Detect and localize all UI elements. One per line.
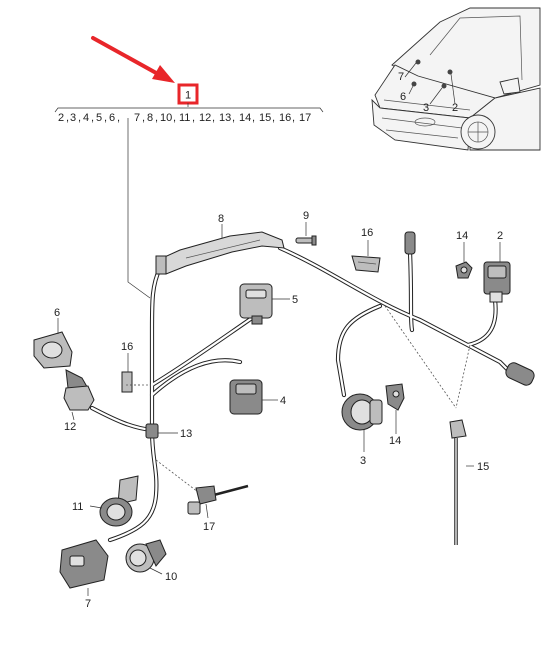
header-leader [127,130,151,299]
inset-label-7: 7 [398,71,404,83]
seq-item: 13 [219,112,231,124]
connector-part-2 [483,261,511,303]
red-arrow-indicator [91,36,175,83]
retainer-part-16-left [121,371,133,393]
callout-15: 15 [477,461,489,473]
plug-top [404,231,416,255]
callout-7: 7 [85,598,91,610]
seq-item: 6 [109,112,115,124]
conduit-part-8 [155,231,285,275]
bracket-part-12 [63,385,95,411]
svg-text:,: , [232,112,235,124]
connector-part-4 [229,379,263,415]
inset-label-2: 2 [452,102,458,114]
callout-10: 10 [165,571,177,583]
callout-number-1: 1 [185,90,191,102]
svg-text:,: , [78,112,81,124]
pin-part-9 [295,235,317,246]
cable-tie-part-15 [449,419,467,545]
seq-item: 11 [179,112,190,124]
svg-text:,: , [212,112,215,124]
callout-12: 12 [64,421,76,433]
sequence-list: 2 , 3 , 4 , 5 , 6 , 7 , 8 , 10 , 11 , 12… [58,112,311,124]
svg-text:,: , [252,112,255,124]
clamp-part-13 [145,423,159,439]
seq-item: 15 [259,112,271,124]
seq-item: 17 [299,112,311,124]
callout-16-left: 16 [121,341,133,353]
seq-item: 16 [279,112,291,124]
svg-text:,: , [66,112,69,124]
svg-text:,: , [272,112,275,124]
callout-3: 3 [360,455,366,467]
svg-text:,: , [173,112,176,124]
grommet-part-11 [99,475,139,527]
clip-part-14-top [455,261,473,279]
sleeve-part-10 [125,539,167,573]
inset-label-6: 6 [400,91,406,103]
svg-text:,: , [91,112,94,124]
callout-14-top: 14 [456,230,468,242]
svg-text:,: , [142,112,145,124]
wiring-harness [89,245,515,543]
retainer-part-16-top [351,255,381,273]
seq-item: 5 [96,112,102,124]
callout-6: 6 [54,307,60,319]
callout-8: 8 [218,213,224,225]
callout-9: 9 [303,210,309,222]
inset-label-3: 3 [423,102,429,114]
callout-4: 4 [280,395,286,407]
seq-item: 10 [160,112,172,124]
callout-14-lower: 14 [389,435,401,447]
screw-part-17 [187,484,249,515]
leader-lines [57,222,501,596]
callout-17: 17 [203,521,215,533]
svg-text:,: , [192,112,195,124]
callout-11: 11 [72,501,83,513]
seq-item: 3 [70,112,76,124]
clip-part-14-lower [385,383,405,411]
seq-item: 7 [134,112,140,124]
seq-item: 2 [58,112,64,124]
callout-5: 5 [292,294,298,306]
dashed-indicators [125,305,471,493]
svg-text:,: , [117,112,120,124]
car-inset-illustration: 7 6 3 2 [371,7,541,151]
callout-labels: 8 9 16 14 2 5 6 16 4 12 13 14 3 15 11 17… [54,210,503,610]
svg-text:,: , [292,112,295,124]
plug-right [505,362,535,386]
svg-text:,: , [155,112,158,124]
connector-part-5 [239,283,273,325]
callout-16-top: 16 [361,227,373,239]
callout-2: 2 [497,230,503,242]
svg-text:,: , [104,112,107,124]
seq-item: 12 [199,112,211,124]
seq-item: 14 [239,112,251,124]
seq-item: 8 [147,112,153,124]
callout-13: 13 [180,428,192,440]
seq-item: 4 [83,112,89,124]
connector-part-7 [59,539,109,589]
sequence-bracket [54,103,324,130]
connector-part-3 [341,393,383,431]
